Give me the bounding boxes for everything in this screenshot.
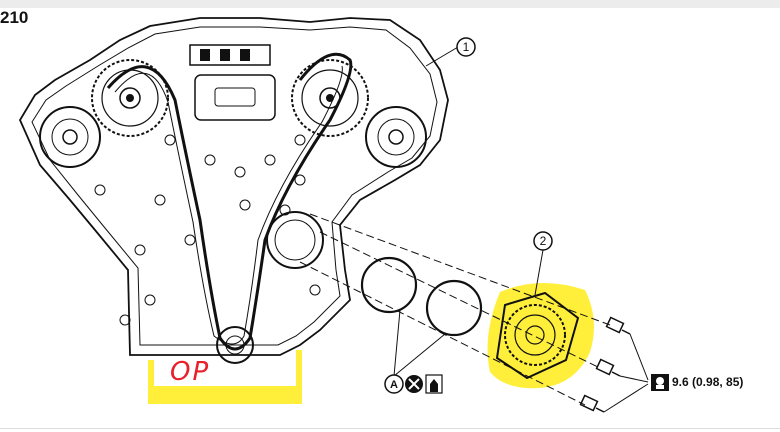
- do-not-reuse-icon: [405, 375, 423, 393]
- callout-2-label: 2: [540, 234, 547, 248]
- note-highlight-right: [296, 350, 302, 390]
- torque-leaders: [603, 333, 649, 413]
- note-highlight: [148, 386, 302, 404]
- timing-chain-left: [106, 52, 353, 351]
- oil-pump-bore: [266, 211, 324, 269]
- callout-1: [456, 37, 476, 57]
- cam-bracket: [189, 44, 271, 66]
- torque-spec: 9.6 (0.98, 85): [672, 375, 744, 389]
- note-highlight-left: [148, 360, 154, 390]
- o-ring-1: [360, 256, 418, 314]
- callout-a: [384, 374, 404, 394]
- apply-oil-icon: [425, 374, 443, 394]
- top-bar: [0, 0, 780, 8]
- callout-leaders: [393, 46, 544, 377]
- torque-wrench-icon: [651, 374, 669, 391]
- right-intake-sprocket: [291, 59, 369, 137]
- figure-id: 210: [0, 8, 29, 27]
- callout-2: [533, 231, 553, 251]
- pump-bolts: [579, 316, 631, 413]
- engine-block-outline: [18, 17, 449, 356]
- crank-sprocket: [216, 326, 254, 364]
- block-bolts: [94, 134, 321, 326]
- left-intake-sprocket: [91, 59, 169, 137]
- bottom-divider: [0, 428, 780, 429]
- handwritten-note: OP: [170, 357, 211, 387]
- engine-block-inner: [31, 26, 438, 346]
- callout-1-label: 1: [463, 40, 470, 54]
- o-ring-2: [425, 279, 483, 337]
- center-housing: [194, 74, 276, 121]
- callout-a-label: A: [390, 379, 398, 391]
- right-exhaust-sprocket: [365, 106, 427, 168]
- left-exhaust-sprocket: [39, 106, 101, 168]
- oil-pump: [495, 291, 580, 380]
